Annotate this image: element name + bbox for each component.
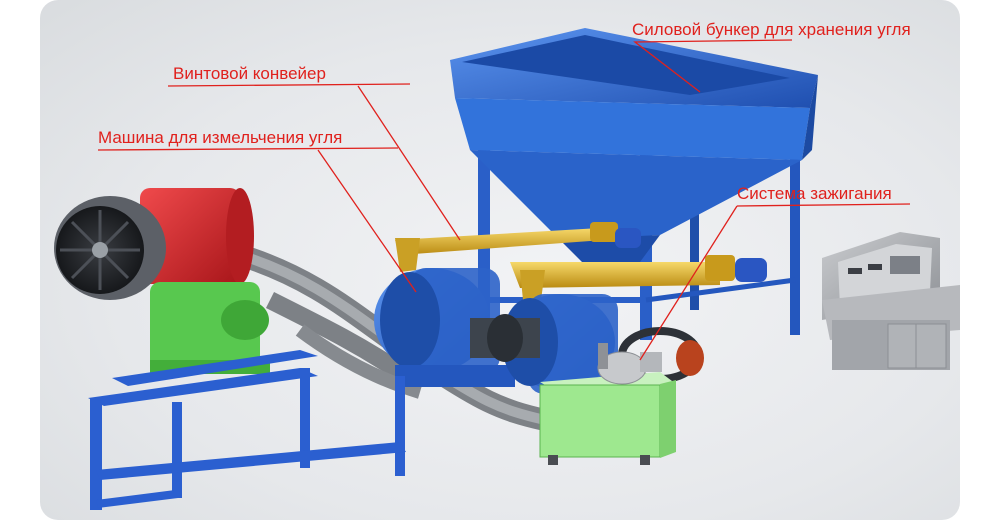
ignition-system-label: Система зажигания (737, 184, 892, 203)
screw-conveyors (395, 222, 767, 310)
control-cabinet-icon (822, 232, 960, 370)
crusher-label: Машина для измельчения угля (98, 128, 343, 147)
hopper-label: Силовой бункер для хранения угля (632, 20, 911, 39)
coal-storage-hopper (450, 28, 818, 340)
callout-leaders (97, 39, 911, 361)
screw-conveyor-label: Винтовой конвейер (173, 64, 326, 83)
burner-fan-icon (56, 206, 144, 294)
burner-assembly (54, 188, 270, 374)
ignition-system-unit (539, 343, 676, 465)
burner-support-frame (88, 350, 406, 510)
